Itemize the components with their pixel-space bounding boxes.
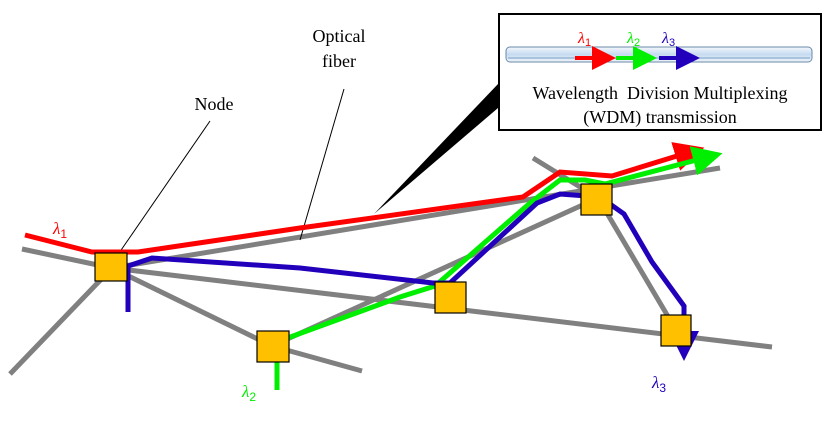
inset-lambda1-label: λ1: [577, 30, 591, 49]
node: [434, 281, 467, 314]
optical-fiber-label-line1: Optical: [313, 26, 366, 46]
lambda2-label: λ2: [241, 382, 256, 404]
lambda1-path: [24, 142, 705, 255]
node: [580, 183, 613, 216]
lambda3-label: λ3: [651, 373, 666, 395]
lambda1-label: λ1: [52, 219, 67, 241]
fiber-link: [595, 196, 679, 332]
wdm-caption-line1: Wavelength Division Multiplexing: [532, 83, 787, 103]
node: [660, 314, 692, 347]
inset-lambda3-label: λ3: [661, 30, 675, 49]
wdm-callout-wedge: [374, 84, 498, 214]
fiber-link: [110, 265, 274, 349]
wdm-caption-line2: (WDM) transmission: [583, 107, 736, 128]
node: [94, 252, 128, 282]
fiber-link: [8, 266, 114, 376]
wdm-inset-frame: [498, 13, 822, 131]
fiber-leader-line: [299, 88, 345, 241]
node-leader-line: [116, 120, 211, 257]
inset-lambda2-label: λ2: [626, 30, 640, 49]
wdm-inset: λ1 λ2 λ3 Wavelength Division Multiplexin…: [498, 13, 822, 131]
nodes: [94, 183, 692, 363]
fiber-link: [111, 165, 721, 271]
optical-fiber-label-line2: fiber: [322, 51, 356, 71]
lambda3-path: [125, 191, 699, 361]
node: [256, 330, 290, 363]
node-label: Node: [195, 94, 234, 114]
